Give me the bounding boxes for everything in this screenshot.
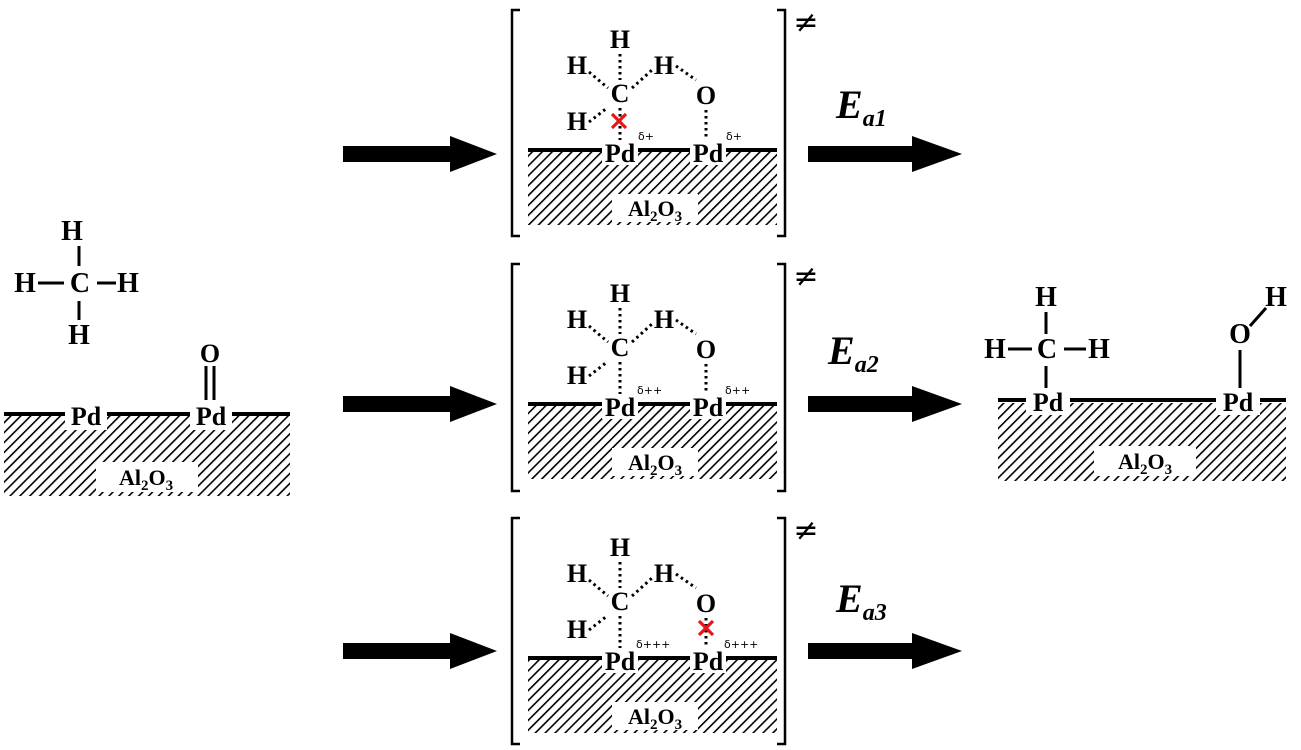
- partial-bond: [630, 68, 654, 90]
- atom-h: H: [610, 25, 630, 54]
- atom-h: H: [654, 51, 674, 80]
- transition-state-1: ≠ Pd Pd δ+ δ+ Al2O3 H H H C H O: [510, 5, 819, 238]
- activation-energy-2: Ea2: [827, 328, 879, 378]
- transition-state-3: ≠ Pd Pd δ+++ δ+++ Al2O3 H H H C H O: [510, 513, 819, 746]
- support-label: Al2O3: [628, 196, 682, 225]
- atom-h: H: [567, 361, 587, 390]
- product-surface: Pd Pd Al2O3: [998, 385, 1286, 481]
- support-label: Al2O3: [119, 465, 173, 494]
- reactant-methane: H H C H H: [14, 216, 139, 351]
- atom-c: C: [611, 587, 630, 616]
- arrow-from-ts1: [808, 136, 962, 172]
- bracket-right: [777, 262, 787, 493]
- atom-h: H: [567, 615, 587, 644]
- atom-pd: Pd: [693, 647, 724, 676]
- atom-pd: Pd: [605, 393, 636, 422]
- bracket-left: [510, 8, 520, 238]
- atom-o: O: [696, 81, 716, 110]
- bracket-left: [510, 516, 520, 746]
- partial-bond: [675, 572, 697, 590]
- atom-pd: Pd: [605, 139, 636, 168]
- atom-c: C: [611, 79, 630, 108]
- partial-bond: [588, 106, 608, 124]
- atom-h-top: H: [61, 216, 83, 247]
- activation-energy-1: Ea1: [835, 82, 887, 132]
- bracket-right: [777, 8, 787, 238]
- atom-h: H: [1035, 282, 1057, 313]
- atom-o: O: [1229, 319, 1251, 350]
- partial-bond: [588, 360, 608, 378]
- atom-pd: Pd: [1033, 388, 1064, 417]
- atom-h: H: [567, 559, 587, 588]
- transition-state-symbol: ≠: [793, 513, 818, 548]
- atom-pd: Pd: [693, 393, 724, 422]
- charge-label: δ+++: [636, 638, 670, 651]
- charge-label: δ++: [637, 384, 662, 397]
- activation-energy-3: Ea3: [835, 576, 887, 626]
- atom-o: O: [696, 589, 716, 618]
- atom-pd: Pd: [605, 647, 636, 676]
- atom-h: H: [567, 107, 587, 136]
- transition-state-symbol: ≠: [793, 259, 818, 294]
- bracket-left: [510, 262, 520, 493]
- support-label: Al2O3: [628, 450, 682, 479]
- atom-h: H: [1265, 282, 1287, 313]
- arrow-from-ts2: [808, 386, 962, 422]
- support-label: Al2O3: [628, 704, 682, 733]
- charge-label: δ+: [638, 130, 654, 143]
- arrow-to-ts1: [343, 136, 497, 172]
- arrow-to-ts3: [343, 633, 497, 669]
- reactant-surface: Pd Pd O Al2O3: [4, 339, 290, 496]
- atom-h: H: [1088, 334, 1110, 365]
- atom-c: C: [1037, 334, 1057, 365]
- partial-bond: [588, 614, 608, 632]
- atom-h-bottom: H: [68, 320, 90, 351]
- atom-c: C: [70, 268, 90, 299]
- bracket-right: [777, 516, 787, 746]
- atom-pd: Pd: [693, 139, 724, 168]
- partial-bond: [675, 64, 697, 82]
- partial-bond: [588, 578, 609, 598]
- atom-h-left: H: [14, 268, 36, 299]
- partial-bond: [588, 324, 609, 344]
- atom-pd: Pd: [71, 402, 102, 431]
- atom-o: O: [696, 335, 716, 364]
- transition-state-2: ≠ Pd Pd δ++ δ++ Al2O3 H H H C H O: [510, 259, 819, 493]
- transition-state-symbol: ≠: [793, 5, 818, 40]
- product-hydroxyl: O H: [1229, 282, 1287, 388]
- atom-h: H: [567, 51, 587, 80]
- bond-break-mark: [610, 112, 628, 130]
- atom-h: H: [610, 279, 630, 308]
- atom-h: H: [654, 305, 674, 334]
- charge-label: δ++: [725, 384, 750, 397]
- atom-pd: Pd: [196, 402, 227, 431]
- arrow-to-ts2: [343, 386, 497, 422]
- atom-o: O: [200, 339, 220, 368]
- bond-break-mark: [697, 619, 715, 637]
- charge-label: δ+++: [724, 638, 758, 651]
- atom-c: C: [611, 333, 630, 362]
- partial-bond: [630, 322, 654, 344]
- bond: [1248, 307, 1268, 327]
- atom-h: H: [567, 305, 587, 334]
- atom-pd: Pd: [1223, 388, 1254, 417]
- partial-bond: [588, 70, 609, 90]
- charge-label: δ+: [726, 130, 742, 143]
- atom-h: H: [610, 533, 630, 562]
- atom-h: H: [654, 559, 674, 588]
- support-label: Al2O3: [1118, 449, 1172, 478]
- partial-bond: [675, 318, 697, 336]
- product-methyl: H H C H: [984, 282, 1110, 388]
- arrow-from-ts3: [808, 633, 962, 669]
- partial-bond: [630, 576, 654, 598]
- atom-h-right: H: [117, 268, 139, 299]
- atom-h: H: [984, 334, 1006, 365]
